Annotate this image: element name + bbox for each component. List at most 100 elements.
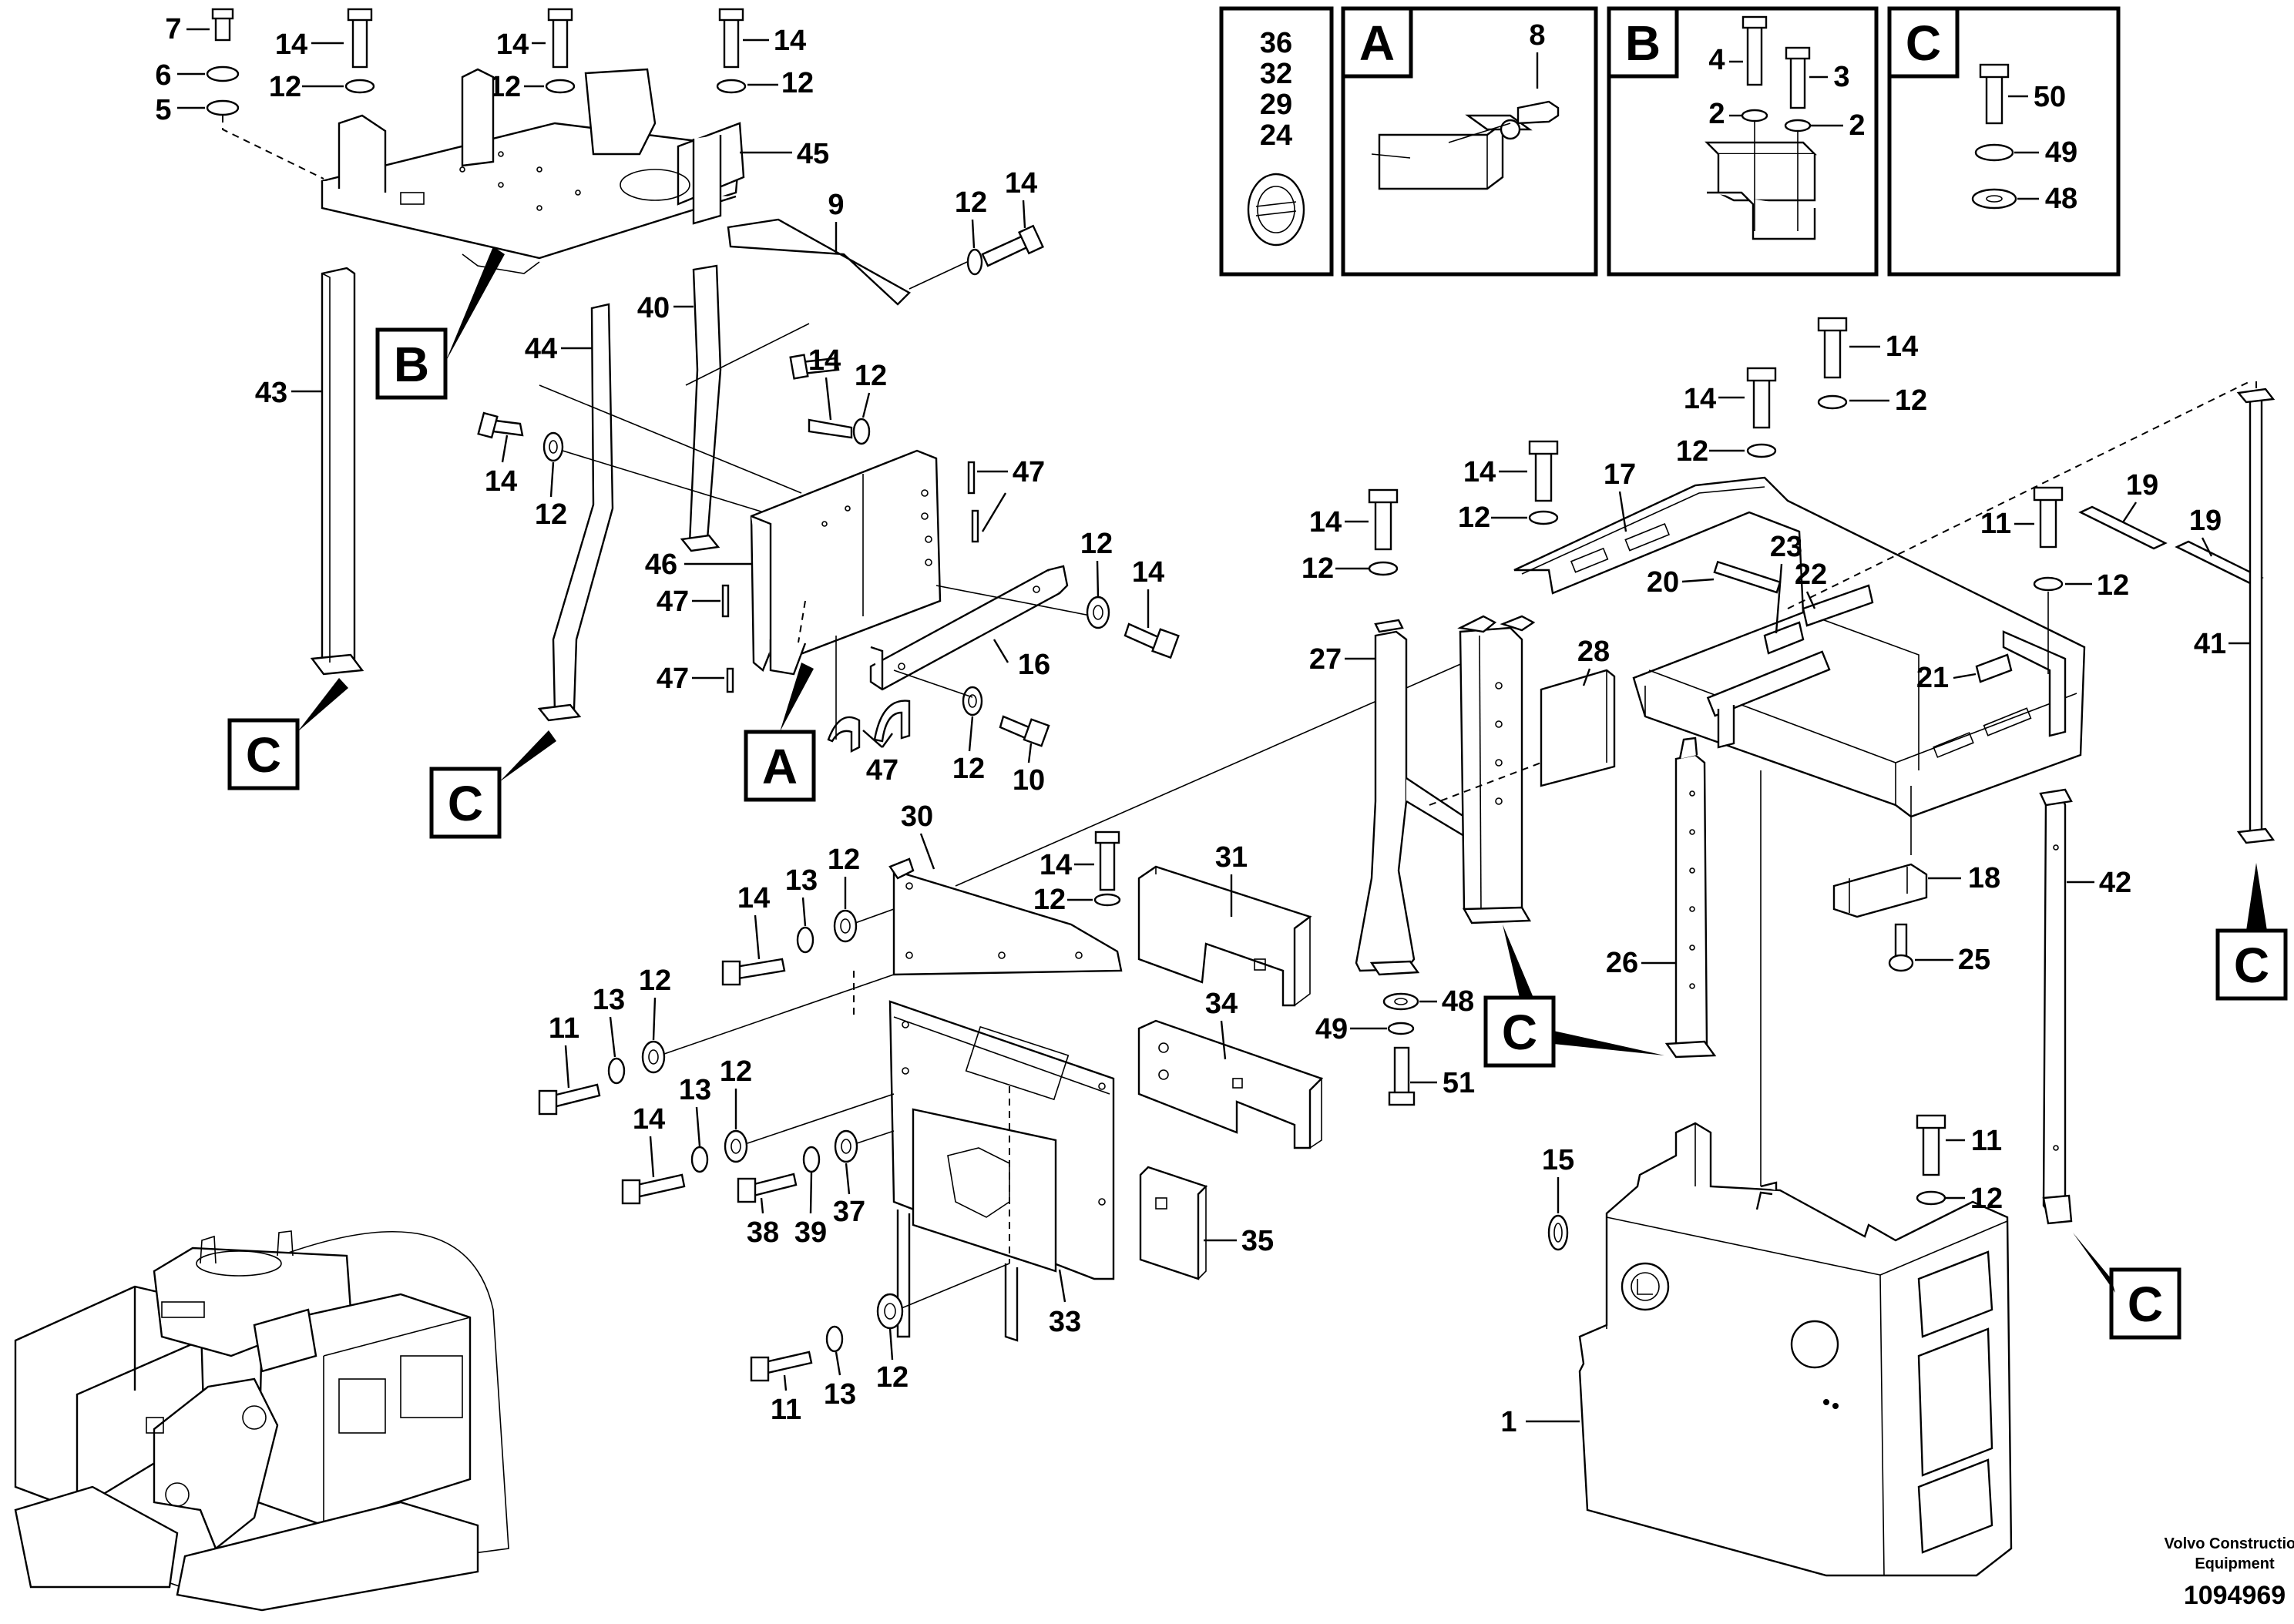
label-12h: 12 (952, 753, 985, 785)
label-7: 7 (165, 13, 181, 45)
label-12f: 12 (535, 498, 567, 531)
label-50: 50 (2034, 81, 2066, 113)
label-19b: 19 (2189, 505, 2222, 537)
label-14h: 14 (1040, 849, 1072, 881)
label-43: 43 (255, 377, 287, 409)
label-12n: 12 (1895, 384, 1927, 417)
label-14f: 14 (485, 465, 517, 498)
upper-support-plate-assembly: 7 6 5 14 12 14 12 14 12 (155, 8, 1044, 839)
label-16: 16 (1018, 649, 1050, 681)
callout-c5: C (2128, 1277, 2163, 1332)
label-33: 33 (1049, 1306, 1081, 1338)
brand-line-1: Volvo Construction (2165, 1535, 2294, 1552)
callout-c4: C (1502, 1005, 1537, 1060)
label-5: 5 (155, 94, 171, 126)
label-12g: 12 (1080, 528, 1113, 560)
label-10: 10 (1013, 764, 1045, 797)
callout-c2: C (448, 776, 483, 831)
label-39: 39 (794, 1216, 827, 1249)
label-14c: 14 (774, 25, 806, 57)
machine-overview-inset (14, 1230, 509, 1612)
label-41: 41 (2194, 628, 2226, 660)
label-36: 36 (1260, 27, 1292, 59)
label-31: 31 (1215, 841, 1248, 874)
label-27: 27 (1309, 643, 1342, 676)
detail-a-letter: A (1359, 15, 1395, 71)
label-6: 6 (155, 59, 171, 92)
detail-box-c: C 50 49 48 (1887, 6, 2121, 277)
label-47c: 47 (657, 663, 689, 695)
label-14j: 14 (633, 1103, 665, 1136)
label-12p: 12 (1458, 502, 1490, 534)
label-2a: 2 (1708, 98, 1725, 130)
label-28: 28 (1577, 636, 1610, 668)
label-14e: 14 (808, 344, 841, 377)
drawing-number: 1094969 (2184, 1581, 2286, 1610)
label-34: 34 (1205, 988, 1238, 1020)
detail-c-letter: C (1906, 15, 1941, 71)
label-24: 24 (1260, 119, 1292, 152)
callout-a: A (762, 739, 798, 794)
label-14m: 14 (1463, 456, 1496, 488)
bracket-plate-assembly: 14 12 14 12 46 47 47 47 (477, 344, 1180, 802)
label-13b: 13 (593, 984, 625, 1016)
right-frame-assembly: 14 12 14 12 14 12 14 12 (1302, 317, 2288, 1340)
label-26: 26 (1606, 947, 1638, 979)
label-12m: 12 (876, 1361, 909, 1394)
label-22: 22 (1795, 559, 1827, 591)
label-12a: 12 (269, 71, 301, 103)
label-51: 51 (1443, 1067, 1475, 1099)
detail-box-a: A 8 (1341, 6, 1598, 277)
footer-info: Volvo Construction Equipment 1094969 (2165, 1535, 2294, 1610)
label-48a: 48 (2045, 183, 2077, 215)
label-11a: 11 (549, 1012, 579, 1045)
label-14g: 14 (1132, 556, 1164, 589)
label-44: 44 (525, 333, 557, 365)
label-15: 15 (1542, 1144, 1574, 1176)
label-30: 30 (901, 800, 933, 833)
label-12d: 12 (955, 186, 987, 219)
label-23: 23 (1770, 531, 1802, 563)
label-48b: 48 (1442, 985, 1474, 1018)
label-45: 45 (797, 138, 829, 170)
label-11c: 11 (1980, 508, 2011, 540)
label-3: 3 (1833, 61, 1849, 93)
insulation-pads: 31 34 35 (1137, 841, 1324, 1280)
label-12e: 12 (855, 360, 887, 392)
main-housing: 1 15 11 12 (1500, 770, 2013, 1577)
label-14l: 14 (1684, 383, 1716, 415)
callout-b: B (394, 337, 429, 392)
label-12j: 12 (828, 844, 860, 876)
label-13a: 13 (785, 864, 818, 897)
label-12i: 12 (1033, 884, 1066, 916)
label-47d: 47 (866, 754, 898, 787)
label-1: 1 (1500, 1406, 1516, 1438)
brand-line-2: Equipment (2195, 1555, 2275, 1572)
label-11b: 11 (771, 1394, 801, 1426)
label-13d: 13 (824, 1378, 856, 1411)
callout-c3: C (2234, 938, 2269, 993)
detail-box-parts-list: 36 32 29 24 (1219, 6, 1334, 277)
label-21: 21 (1916, 662, 1949, 694)
label-47a: 47 (1013, 456, 1045, 488)
label-14k: 14 (1886, 331, 1918, 363)
label-19a: 19 (2126, 469, 2158, 502)
label-18: 18 (1968, 862, 2000, 894)
detail-box-b: B 4 3 2 2 (1607, 6, 1879, 277)
label-12c: 12 (781, 67, 814, 99)
label-40: 40 (637, 292, 670, 324)
label-12k: 12 (639, 965, 671, 997)
label-47b: 47 (657, 586, 689, 618)
label-9: 9 (828, 189, 844, 221)
label-12s: 12 (1970, 1183, 2003, 1215)
label-20: 20 (1647, 566, 1679, 599)
label-4: 4 (1708, 44, 1725, 76)
label-17: 17 (1604, 458, 1636, 491)
label-35: 35 (1241, 1225, 1274, 1257)
label-2b: 2 (1849, 109, 1865, 142)
label-14n: 14 (1309, 506, 1342, 539)
label-14b: 14 (496, 29, 529, 61)
label-25: 25 (1958, 944, 1990, 976)
